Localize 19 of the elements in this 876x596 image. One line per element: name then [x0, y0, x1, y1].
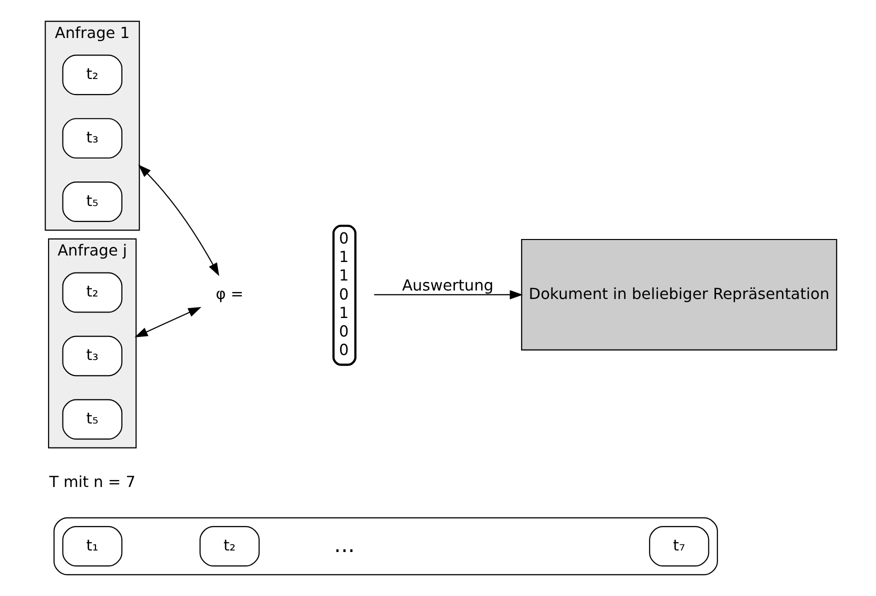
node-box: t₂: [62, 54, 122, 96]
node-box: t₅: [62, 182, 122, 222]
node-box: 0 1 1 0 1 0 0: [332, 224, 356, 366]
node-box: t₅: [62, 399, 122, 440]
label: ...: [334, 532, 354, 558]
node-box: t₃: [62, 118, 122, 159]
arrow: [138, 164, 219, 276]
edge-label: Auswertung: [402, 276, 494, 295]
node-box: t₃: [62, 336, 122, 376]
arrow: [134, 307, 201, 338]
node-box: t₁: [62, 526, 122, 567]
arrow: [374, 290, 522, 300]
node-label: T mit n = 7: [48, 472, 135, 491]
node-box: t₇: [648, 526, 709, 567]
node-box: t₂: [62, 272, 122, 313]
cluster: [53, 517, 718, 576]
node-box: Dokument in beliebiger Repräsentation: [520, 238, 837, 350]
node-box: t₂: [199, 526, 260, 567]
node-text: φ =: [215, 284, 243, 303]
